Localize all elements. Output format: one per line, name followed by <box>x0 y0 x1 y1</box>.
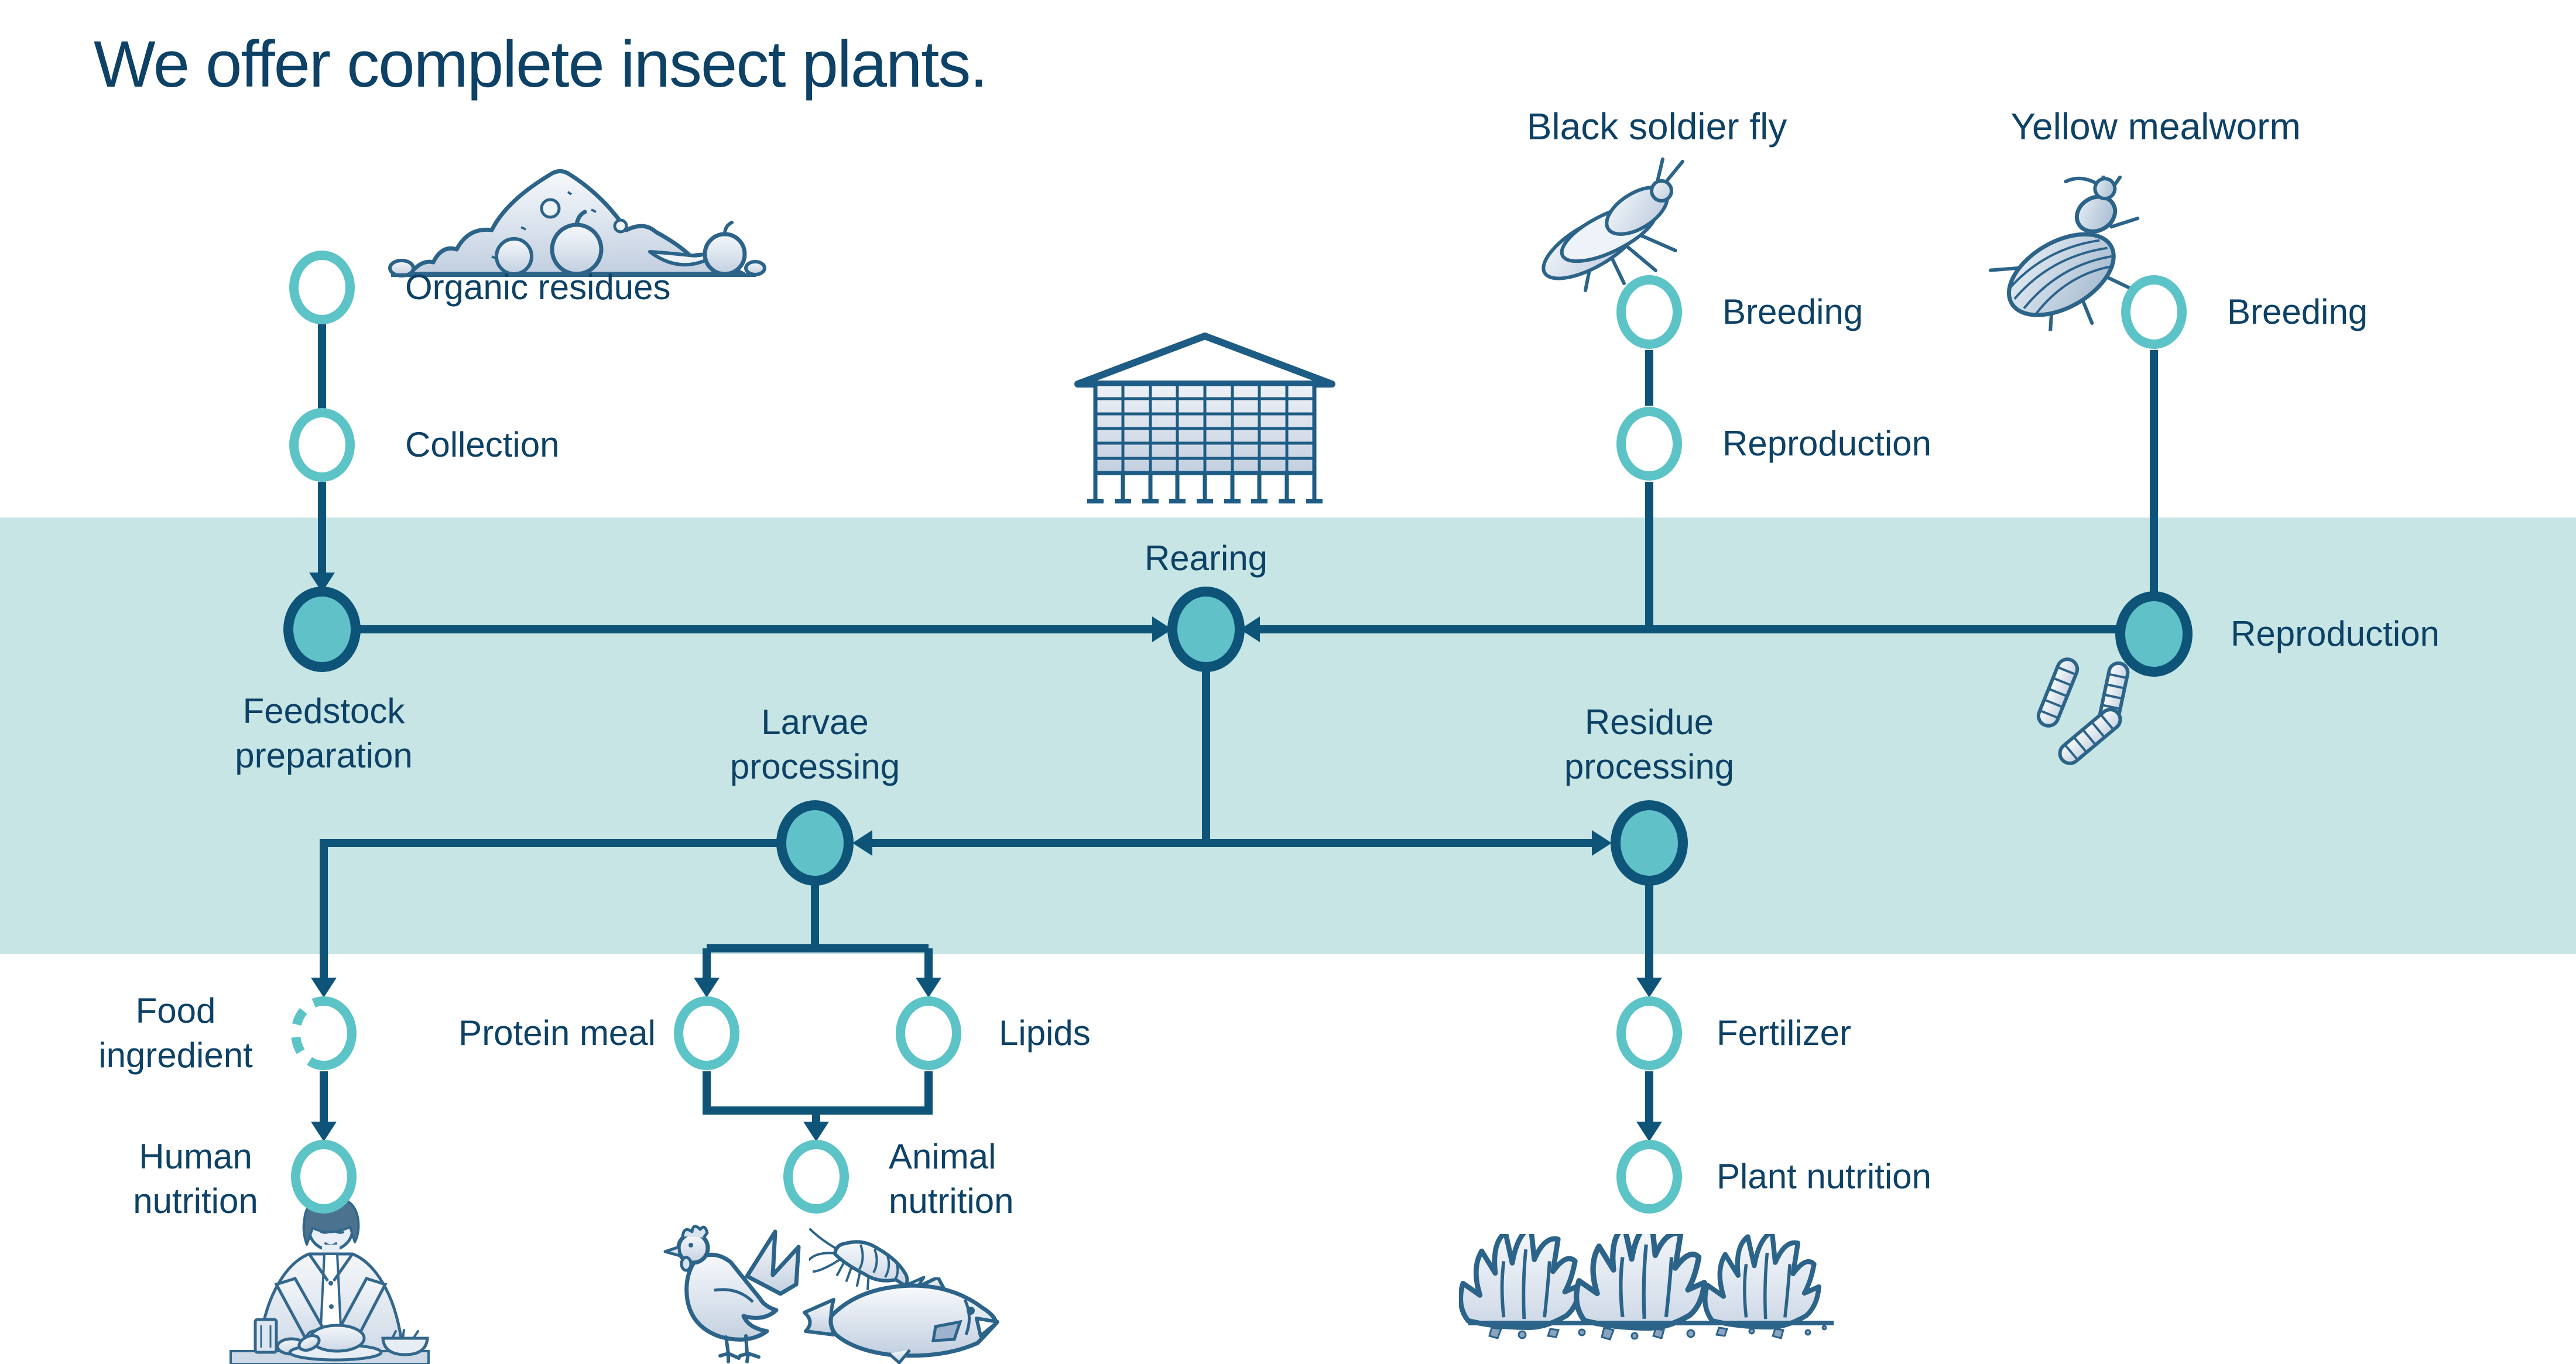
animal-nutrition-circle <box>783 1140 849 1214</box>
chicken-illustration <box>663 1225 801 1363</box>
page-title: We offer complete insect plants. <box>94 28 988 101</box>
fish-illustration <box>803 1277 999 1364</box>
yellow-mealworm-beetle-illustration <box>1988 176 2140 331</box>
organic-residues-illustration <box>388 169 766 277</box>
human-nutrition-circle <box>291 1140 357 1214</box>
collection-circle <box>289 408 355 482</box>
lettuce-plants-illustration <box>1459 1234 1834 1341</box>
lipids-circle <box>896 996 961 1070</box>
larvae-processing-node <box>776 800 854 886</box>
black-soldier-fly-illustration <box>1542 157 1684 292</box>
fertilizer-circle <box>1616 996 1682 1070</box>
residue-processing-node <box>1611 800 1688 886</box>
rearing-label: Rearing <box>1144 539 1268 578</box>
reproduction-label: Reproduction <box>2231 614 2440 653</box>
yellow-mealworm-heading: Yellow mealworm <box>2010 105 2301 148</box>
organic-residues-label: Organic residues <box>405 268 671 307</box>
protein-meal-label: Protein meal <box>458 1013 656 1053</box>
mealworm-breeding-circle <box>2121 275 2187 349</box>
collection-label: Collection <box>405 425 560 464</box>
larvae-illustration <box>2036 657 2130 765</box>
lipids-label: Lipids <box>999 1013 1091 1053</box>
bsf-reproduction-label: Reproduction <box>1722 424 1931 463</box>
organic-residues-circle <box>289 251 355 324</box>
rearing-node <box>1167 587 1245 672</box>
feedstock-preparation-node <box>283 587 361 672</box>
plant-nutrition-circle <box>1616 1140 1682 1214</box>
process-band <box>0 518 2576 954</box>
mealworm-breeding-label: Breeding <box>2227 292 2368 331</box>
protein-meal-circle <box>674 996 739 1070</box>
bsf-reproduction-circle <box>1616 407 1682 481</box>
rearing-facility-illustration <box>1074 333 1335 503</box>
fertilizer-label: Fertilizer <box>1717 1013 1852 1053</box>
plant-nutrition-label: Plant nutrition <box>1717 1157 1931 1196</box>
black-soldier-fly-heading: Black soldier fly <box>1526 105 1787 148</box>
food-ingredient-circle <box>291 996 357 1070</box>
man-eating-illustration <box>229 1195 430 1364</box>
reproduction-node <box>2115 591 2193 677</box>
bsf-breeding-circle <box>1616 275 1682 349</box>
bsf-breeding-label: Breeding <box>1722 292 1864 331</box>
